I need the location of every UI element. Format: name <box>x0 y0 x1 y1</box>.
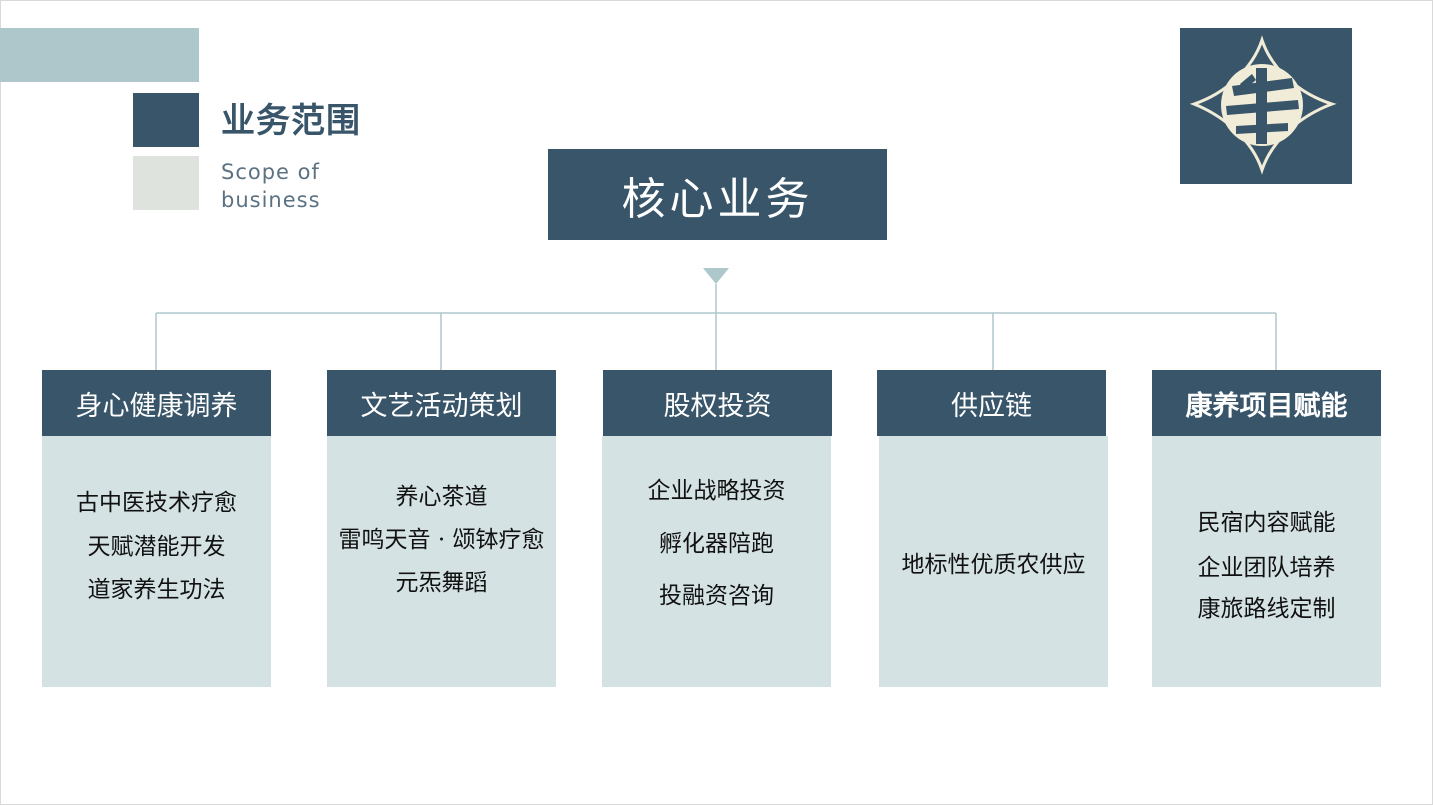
category-supply-chain: 供应链 <box>877 370 1106 436</box>
list-item: 古中医技术疗愈 <box>76 490 237 516</box>
list-item: 雷鸣天音 · 颂钵疗愈 <box>338 527 545 553</box>
diamond-seal-logo <box>1180 28 1352 184</box>
list-item: 道家养生功法 <box>87 577 226 603</box>
category-equity: 股权投资 <box>603 370 832 436</box>
category-health-panel: 古中医技术疗愈 天赋潜能开发 道家养生功法 <box>42 436 271 687</box>
section-subtitle: Scope of business <box>221 160 321 212</box>
category-equity-panel: 企业战略投资 孵化器陪跑 投融资咨询 <box>602 436 831 687</box>
category-arts-panel: 养心茶道 雷鸣天音 · 颂钵疗愈 元炁舞蹈 <box>327 436 556 687</box>
list-item: 投融资咨询 <box>659 583 774 609</box>
list-item: 养心茶道 <box>395 484 488 510</box>
list-item: 地标性优质农供应 <box>901 552 1086 578</box>
list-item: 天赋潜能开发 <box>87 534 226 560</box>
category-health: 身心健康调养 <box>42 370 271 436</box>
dark-swatch <box>133 93 199 147</box>
light-swatch <box>133 156 199 210</box>
list-item: 企业战略投资 <box>647 478 786 504</box>
list-item: 孵化器陪跑 <box>659 531 774 557</box>
top-accent-bar <box>0 28 199 82</box>
section-title: 业务范围 <box>221 101 361 141</box>
category-supply-chain-panel: 地标性优质农供应 <box>879 436 1108 687</box>
category-arts: 文艺活动策划 <box>327 370 556 436</box>
list-item: 康旅路线定制 <box>1197 596 1336 622</box>
core-business-box: 核心业务 <box>548 149 887 240</box>
down-triangle-icon <box>703 268 729 284</box>
list-item: 企业团队培养 <box>1197 555 1336 581</box>
list-item: 民宿内容赋能 <box>1197 510 1336 536</box>
logo-icon <box>1189 35 1337 175</box>
category-wellness-projects-panel: 民宿内容赋能 企业团队培养 康旅路线定制 <box>1152 436 1381 687</box>
list-item: 元炁舞蹈 <box>395 570 488 596</box>
category-wellness-projects: 康养项目赋能 <box>1152 370 1381 436</box>
